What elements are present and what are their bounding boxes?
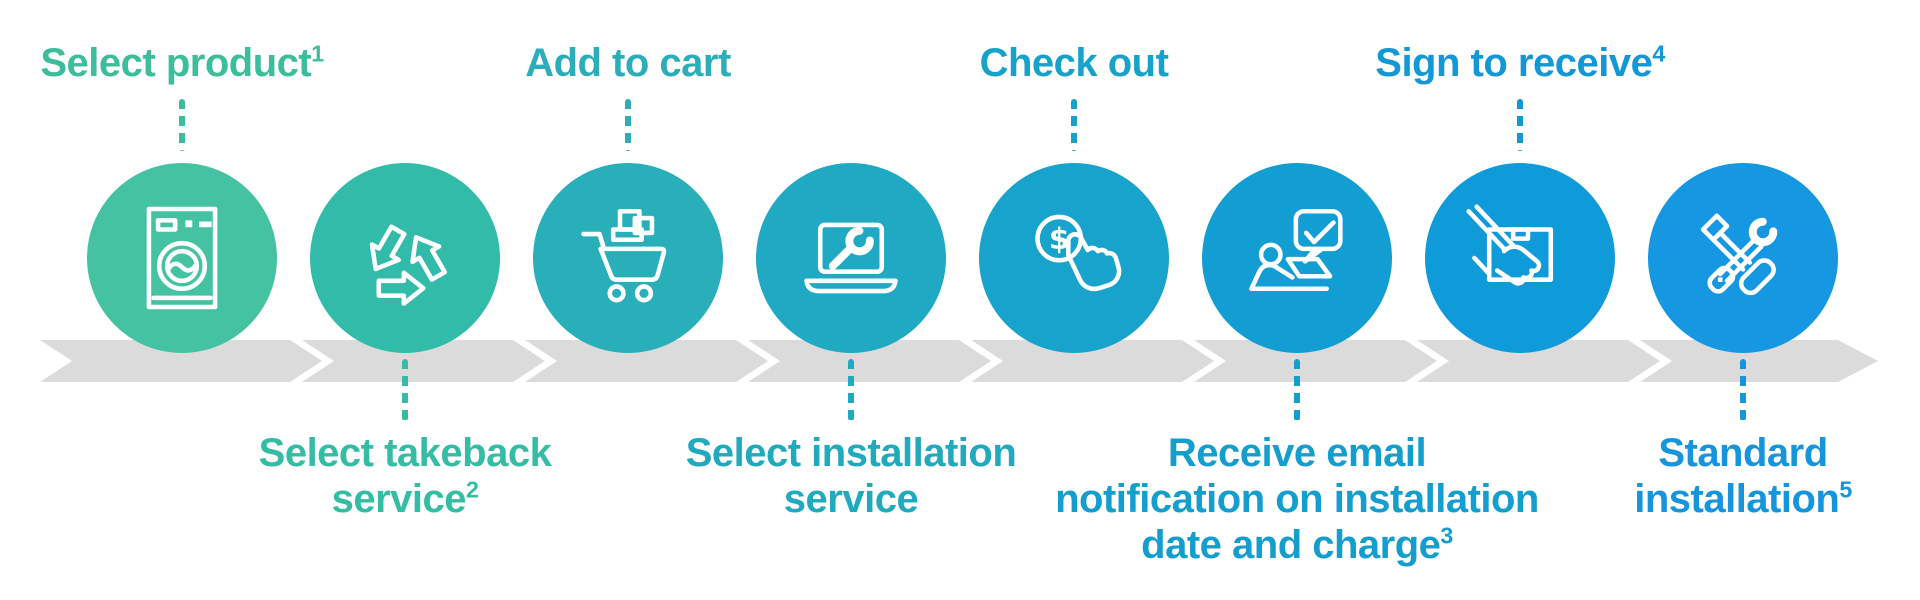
step-label-text: Standard installation bbox=[1634, 431, 1840, 521]
step-circle bbox=[533, 163, 723, 353]
dotted-connector bbox=[1740, 359, 1746, 421]
step-label: Select product1 bbox=[0, 40, 462, 86]
step-label-text: Check out bbox=[979, 41, 1169, 85]
step-circle: $ bbox=[979, 163, 1169, 353]
arrow-band-shape bbox=[40, 340, 1878, 382]
recycle-icon bbox=[369, 224, 448, 306]
sign-to-receive-icon bbox=[1466, 204, 1554, 286]
step-label-text: Receive email notification on installati… bbox=[1055, 431, 1539, 567]
dotted-connector bbox=[625, 99, 631, 151]
step-5-check-out: Check out $ bbox=[794, 0, 1354, 600]
footnote-marker: 1 bbox=[311, 40, 324, 67]
svg-text:$: $ bbox=[1049, 221, 1070, 256]
dotted-connector bbox=[1294, 359, 1300, 421]
step-3-add-to-cart: Add to cart bbox=[348, 0, 908, 600]
step-2-select-takeback: Select takeback service2 bbox=[125, 0, 685, 600]
step-label-text: Select product bbox=[40, 41, 312, 85]
step-8-standard-installation: Standard installation5 bbox=[1463, 0, 1920, 600]
step-label: Check out bbox=[794, 40, 1354, 86]
shopping-cart-icon bbox=[581, 208, 667, 303]
step-circle bbox=[1648, 163, 1838, 353]
pay-click-icon: $ bbox=[1035, 214, 1122, 292]
step-label: Select installation service bbox=[571, 430, 1131, 522]
dotted-connector bbox=[1071, 99, 1077, 151]
footnote-marker: 5 bbox=[1839, 476, 1852, 503]
step-label: Select takeback service2 bbox=[125, 430, 685, 522]
laptop-wrench-icon bbox=[804, 222, 898, 294]
step-label: Standard installation5 bbox=[1463, 430, 1920, 522]
step-label-text: Select installation service bbox=[685, 431, 1017, 521]
dotted-connector bbox=[179, 99, 185, 151]
step-6-email-notification: Receive email notification on installati… bbox=[1017, 0, 1577, 600]
step-circle bbox=[1202, 163, 1392, 353]
step-label-text: Add to cart bbox=[525, 41, 731, 85]
washing-machine-icon bbox=[146, 206, 218, 310]
crossed-tools-icon bbox=[1700, 213, 1778, 296]
dotted-connector bbox=[402, 359, 408, 421]
email-confirmation-icon bbox=[1249, 208, 1343, 292]
step-circle bbox=[310, 163, 500, 353]
footnote-marker: 4 bbox=[1652, 40, 1665, 67]
step-4-select-installation: Select installation service bbox=[571, 0, 1131, 600]
step-7-sign-to-receive: Sign to receive4 bbox=[1240, 0, 1800, 600]
dotted-connector bbox=[848, 359, 854, 421]
step-label-text: Select takeback service bbox=[258, 431, 552, 521]
footnote-marker: 2 bbox=[466, 476, 479, 503]
step-label: Add to cart bbox=[348, 40, 908, 86]
step-circle bbox=[87, 163, 277, 353]
step-label: Receive email notification on installati… bbox=[1017, 430, 1577, 568]
step-circle bbox=[756, 163, 946, 353]
dotted-connector bbox=[1517, 99, 1523, 151]
step-label-text: Sign to receive bbox=[1375, 41, 1653, 85]
step-1-select-product: Select product1 bbox=[0, 0, 462, 600]
step-circle bbox=[1425, 163, 1615, 353]
step-label: Sign to receive4 bbox=[1240, 40, 1800, 86]
footnote-marker: 3 bbox=[1440, 522, 1453, 549]
